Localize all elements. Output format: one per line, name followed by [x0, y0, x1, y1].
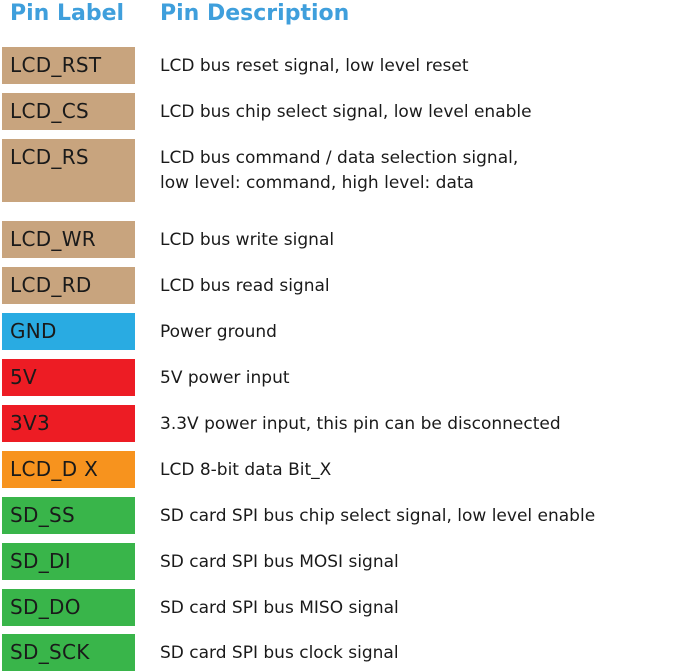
- pin-label: LCD_RS: [2, 139, 135, 202]
- pin-label: LCD_RST: [2, 47, 135, 84]
- pin-label: LCD_RD: [2, 267, 135, 304]
- pin-description: LCD bus read signal: [160, 274, 679, 299]
- pin-description-line: LCD bus chip select signal, low level en…: [160, 102, 532, 122]
- pin-description: SD card SPI bus MOSI signal: [160, 550, 679, 575]
- pin-description: 3.3V power input, this pin can be discon…: [160, 412, 679, 437]
- pin-description: SD card SPI bus chip select signal, low …: [160, 504, 679, 529]
- pin-description-line: 5V power input: [160, 368, 290, 388]
- pin-description-line: low level: command, high level: data: [160, 173, 474, 193]
- pin-label: LCD_CS: [2, 93, 135, 130]
- pin-description: Power ground: [160, 320, 679, 345]
- pin-description-line: LCD bus command / data selection signal,: [160, 148, 519, 168]
- pin-description-line: LCD bus reset signal, low level reset: [160, 56, 469, 76]
- pin-label: SD_DI: [2, 543, 135, 580]
- pin-description: LCD bus reset signal, low level reset: [160, 54, 679, 79]
- pin-description-line: SD card SPI bus clock signal: [160, 643, 399, 663]
- pin-description-line: LCD bus read signal: [160, 276, 330, 296]
- pin-description: LCD 8-bit data Bit_X: [160, 458, 679, 483]
- pin-description: SD card SPI bus clock signal: [160, 641, 679, 666]
- pin-label: 5V: [2, 359, 135, 396]
- pin-label: SD_SCK: [2, 634, 135, 671]
- pin-description: LCD bus write signal: [160, 228, 679, 253]
- pin-label: LCD_D X: [2, 451, 135, 488]
- pin-description: LCD bus command / data selection signal,…: [160, 146, 679, 196]
- pin-description-line: LCD 8-bit data Bit_X: [160, 460, 332, 480]
- pin-description: SD card SPI bus MISO signal: [160, 596, 679, 621]
- table-header: Pin Label Pin Description: [0, 0, 679, 30]
- pin-description: LCD bus chip select signal, low level en…: [160, 100, 679, 125]
- pin-description-line: 3.3V power input, this pin can be discon…: [160, 414, 561, 434]
- pin-label: LCD_WR: [2, 221, 135, 258]
- pin-label: SD_SS: [2, 497, 135, 534]
- pin-label: SD_DO: [2, 589, 135, 626]
- pin-description-line: Power ground: [160, 322, 277, 342]
- pin-label-heading: Pin Label: [10, 1, 125, 26]
- pin-description-line: SD card SPI bus MISO signal: [160, 598, 399, 618]
- pin-description-heading: Pin Description: [160, 1, 350, 26]
- pin-description: 5V power input: [160, 366, 679, 391]
- pin-description-line: SD card SPI bus MOSI signal: [160, 552, 399, 572]
- pin-label: GND: [2, 313, 135, 350]
- pin-description-line: LCD bus write signal: [160, 230, 335, 250]
- pin-description-line: SD card SPI bus chip select signal, low …: [160, 506, 596, 526]
- pin-label: 3V3: [2, 405, 135, 442]
